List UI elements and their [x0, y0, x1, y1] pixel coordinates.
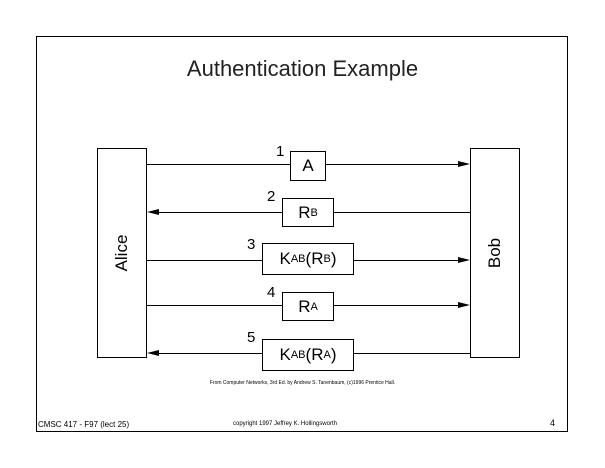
step-number-1: 1	[276, 143, 285, 160]
bob-box: Bob	[470, 148, 520, 358]
arrowhead-left-icon	[147, 350, 159, 356]
source-credit: From Computer Networks, 3rd Ed. by Andre…	[209, 380, 396, 386]
message-tail-end-5: )	[330, 345, 337, 364]
message-label-4: R	[298, 296, 311, 316]
step-number-4: 4	[267, 284, 276, 301]
arrowhead-right-icon	[458, 302, 470, 308]
slide-frame	[36, 36, 568, 432]
arrowhead-left-icon	[147, 209, 159, 215]
message-label-5: K	[279, 345, 291, 364]
slide-title: Authentication Example	[186, 56, 419, 81]
step-number-5: 5	[247, 329, 256, 346]
message-subscript-3: AB	[290, 253, 306, 265]
footer-course: CMSC 417 - F97 (lect 25)	[38, 420, 130, 429]
message-tail-sub-5: A	[323, 349, 331, 361]
bob-label: Bob	[485, 237, 504, 269]
page-number: 4	[550, 418, 556, 428]
message-tail-end-3: )	[330, 249, 337, 268]
arrowhead-right-icon	[458, 257, 470, 263]
message-subscript-2: B	[310, 206, 318, 219]
message-tail-5: (R	[305, 345, 324, 364]
message-tail-sub-3: B	[323, 253, 331, 265]
alice-label: Alice	[112, 234, 131, 272]
message-tail-3: (R	[305, 249, 324, 268]
message-label-1: A	[302, 156, 314, 175]
step-number-3: 3	[247, 236, 256, 253]
message-box-1: A	[290, 151, 326, 181]
message-label-2: R	[298, 202, 311, 222]
footer-copyright: copyright 1997 Jeffrey K. Hollingsworth	[233, 421, 337, 427]
step-number-2: 2	[267, 188, 276, 205]
message-subscript-5: AB	[290, 349, 306, 361]
message-subscript-4: A	[310, 300, 318, 313]
message-label-3: K	[279, 249, 291, 268]
alice-box: Alice	[97, 148, 147, 358]
arrowhead-right-icon	[458, 161, 470, 167]
